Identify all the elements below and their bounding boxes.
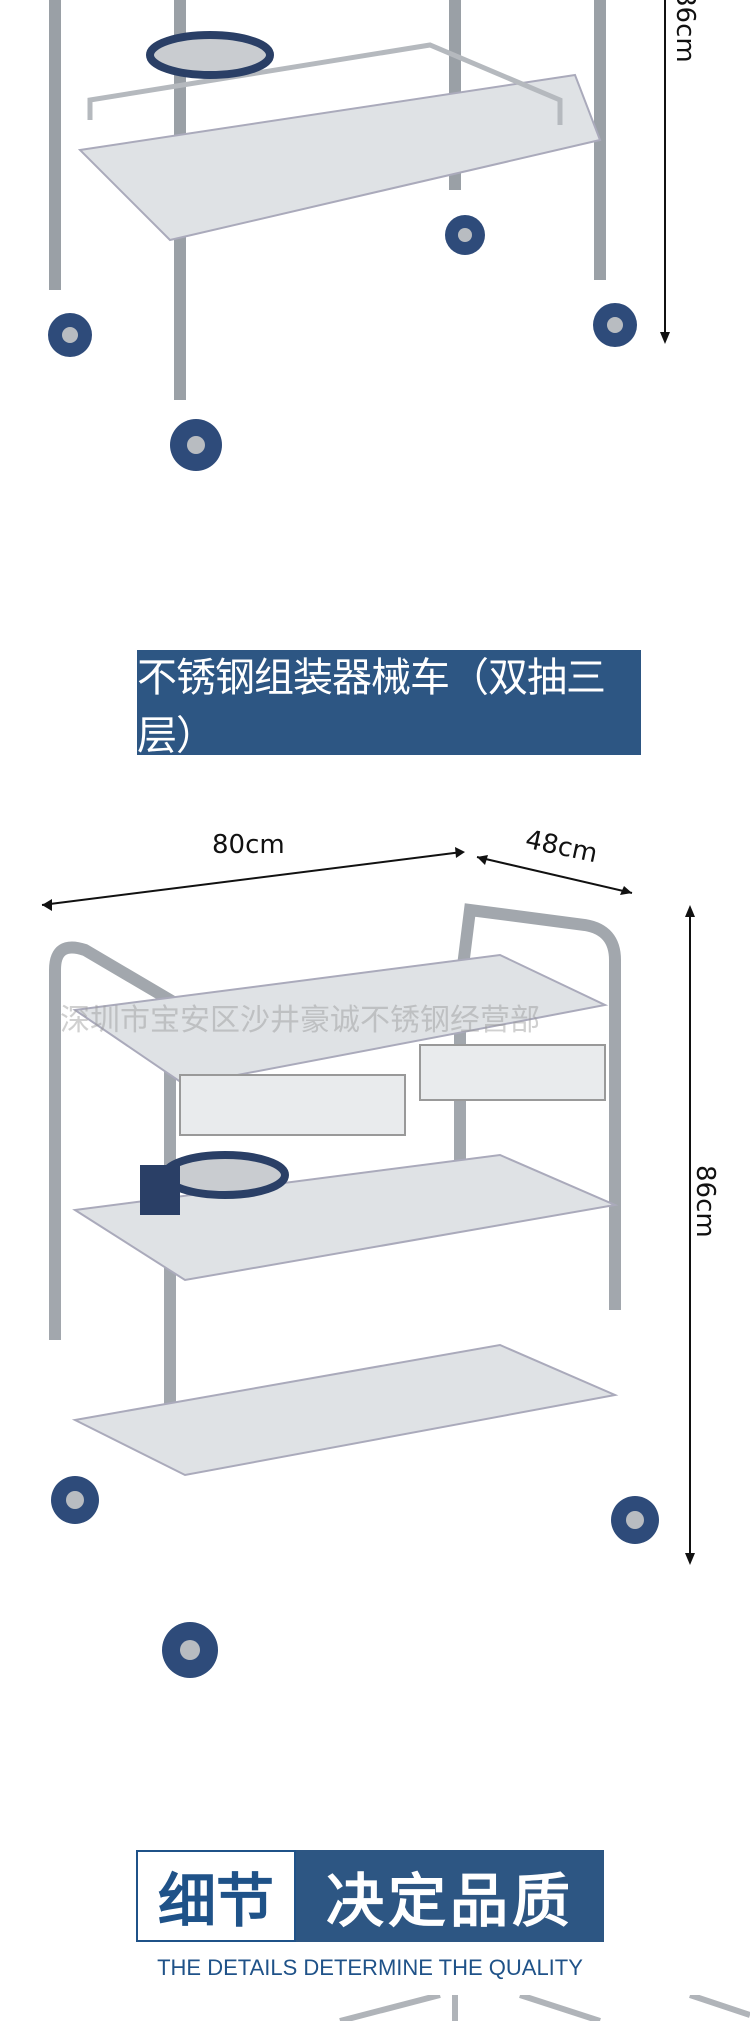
- watermark: 深圳市宝安区沙井豪诚不锈钢经营部: [60, 1003, 540, 1038]
- product-title-banner: 不锈钢组装器械车（双抽三层）: [137, 650, 641, 759]
- width-label: 80cm: [212, 830, 285, 860]
- quality-heading: 细节 决定品质: [136, 1850, 604, 1942]
- detail-image-partial: [339, 1995, 750, 2021]
- quality-title-right: 决定品质: [296, 1850, 604, 1942]
- cart-image-top: [48, 0, 670, 471]
- top-height-label: 86cm: [670, 0, 700, 63]
- quality-title-left: 细节: [136, 1850, 296, 1942]
- height-label: 86cm: [690, 1165, 720, 1238]
- quality-subtitle: THE DETAILS DETERMINE THE QUALITY: [157, 1955, 583, 1980]
- cart-image-main: [41, 847, 695, 1678]
